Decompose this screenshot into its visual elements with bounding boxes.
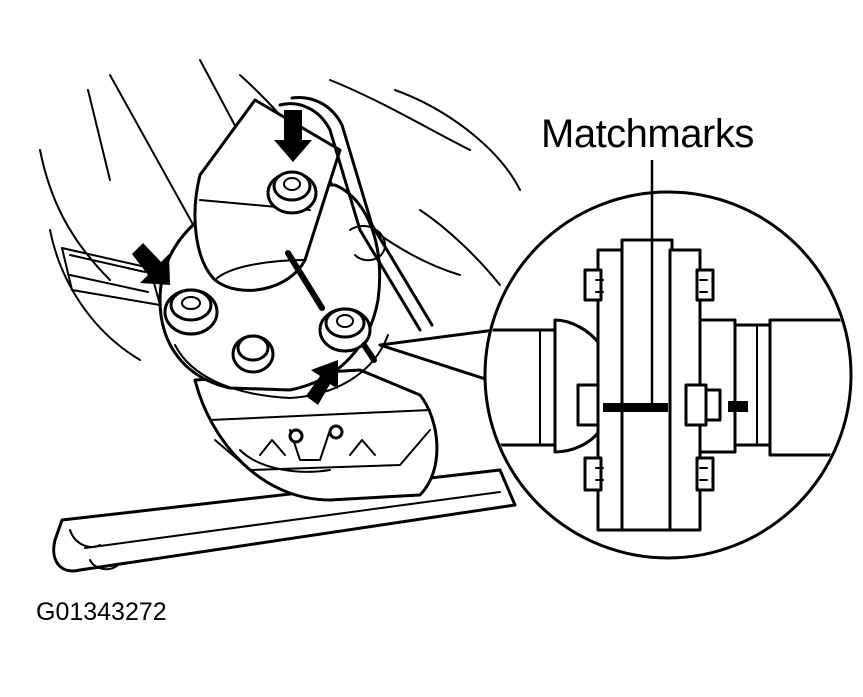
flange-bolt-left <box>163 288 219 336</box>
detail-view <box>483 160 853 560</box>
matchmarks-label: Matchmarks <box>541 112 754 156</box>
flange-bolt-top <box>266 170 318 215</box>
matchmark-line-flange <box>285 250 325 311</box>
flange-bolt-bottom <box>231 334 275 374</box>
differential-housing <box>193 368 439 502</box>
bolt-arrow-icon <box>132 243 170 285</box>
bolt-arrow-icon <box>274 110 312 162</box>
matchmark-bar-hub <box>728 401 748 412</box>
brake-line <box>278 95 434 332</box>
figure-id: G01343272 <box>36 598 167 626</box>
matchmark-bar-flange <box>603 403 668 412</box>
flange-bolt-right <box>318 307 372 353</box>
matchmark-line-flange-lower <box>361 342 377 363</box>
bolt-arrow-icon <box>306 360 338 405</box>
